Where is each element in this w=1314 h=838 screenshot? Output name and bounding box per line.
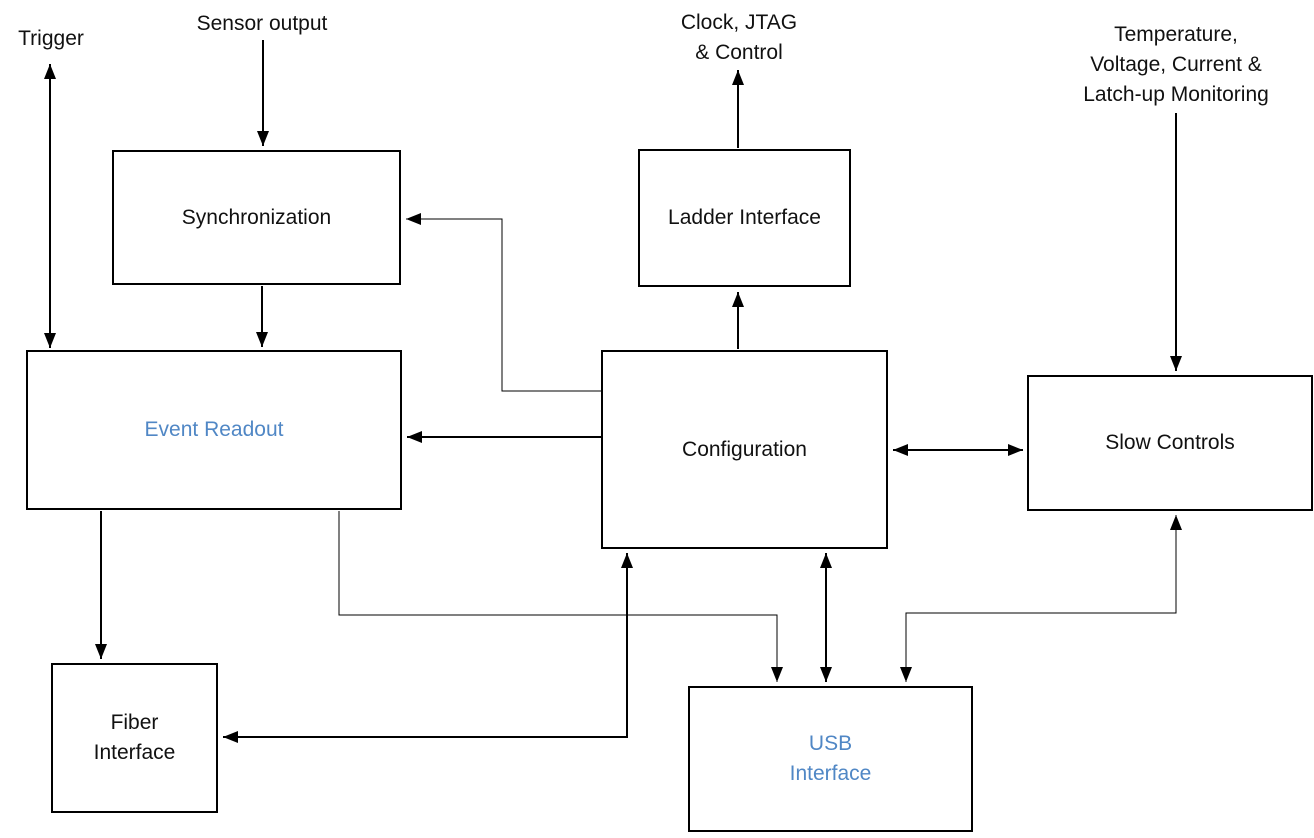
box-label: USB Interface xyxy=(790,729,872,789)
box-label: Synchronization xyxy=(182,203,331,233)
label-temperature-monitoring: Temperature, Voltage, Current & Latch-up M… xyxy=(1083,20,1269,110)
arrowhead xyxy=(820,553,832,568)
box-label-line: Interface xyxy=(93,741,176,764)
label-line: Temperature, xyxy=(1114,23,1238,46)
box-slow-controls: Slow Controls xyxy=(1027,375,1313,511)
box-ladder-interface: Ladder Interface xyxy=(638,149,851,287)
label-line: Latch-up Monitoring xyxy=(1083,83,1269,106)
connector-event-readout-usb xyxy=(338,511,778,682)
box-label: Ladder Interface xyxy=(668,203,821,233)
box-label: Configuration xyxy=(682,435,807,465)
label-line: Trigger xyxy=(18,27,84,50)
arrowhead xyxy=(406,213,421,225)
box-synchronization: Synchronization xyxy=(112,150,401,285)
box-label-line: USB xyxy=(808,732,853,755)
label-line: Clock, JTAG xyxy=(680,11,798,34)
label-line: Sensor output xyxy=(196,12,328,35)
arrowhead xyxy=(1170,515,1182,530)
box-label-line: Synchronization xyxy=(181,205,332,229)
arrowhead xyxy=(732,70,744,85)
box-usb-interface: USB Interface xyxy=(688,686,973,832)
box-configuration: Configuration xyxy=(601,350,888,549)
arrowhead xyxy=(621,553,633,568)
arrowhead xyxy=(1170,356,1182,371)
box-label-line: Interface xyxy=(789,762,872,785)
box-label-line: Ladder Interface xyxy=(668,206,821,229)
box-label-line: Fiber xyxy=(110,711,159,734)
arrowhead xyxy=(893,444,908,456)
label-line: Voltage, Current & xyxy=(1090,53,1262,76)
arrowhead xyxy=(820,667,832,682)
box-label-line: Configuration xyxy=(682,437,807,461)
arrowhead xyxy=(256,332,268,347)
arrowhead xyxy=(223,731,238,743)
label-sensor-output: Sensor output xyxy=(197,9,328,39)
connector-config-fiber xyxy=(223,553,628,738)
connector-usb-slow-controls xyxy=(905,515,1177,682)
arrowhead xyxy=(44,333,56,348)
arrowhead xyxy=(44,64,56,79)
label-clock-jtag-control: Clock, JTAG & Control xyxy=(681,8,797,68)
arrowhead xyxy=(771,667,783,682)
arrowhead xyxy=(900,667,912,682)
arrowhead xyxy=(732,292,744,307)
box-label-line: Slow Controls xyxy=(1105,431,1235,454)
arrowhead xyxy=(407,431,422,443)
arrowhead xyxy=(95,644,107,659)
label-trigger: Trigger xyxy=(18,24,84,54)
arrowhead xyxy=(257,131,269,146)
box-label: Slow Controls xyxy=(1105,428,1235,458)
label-line: & Control xyxy=(695,41,783,64)
box-label: Event Readout xyxy=(145,415,284,445)
box-label-line: Event Readout xyxy=(144,418,284,441)
box-event-readout: Event Readout xyxy=(26,350,402,510)
arrowhead xyxy=(1008,444,1023,456)
connector-config-sync xyxy=(406,218,601,392)
